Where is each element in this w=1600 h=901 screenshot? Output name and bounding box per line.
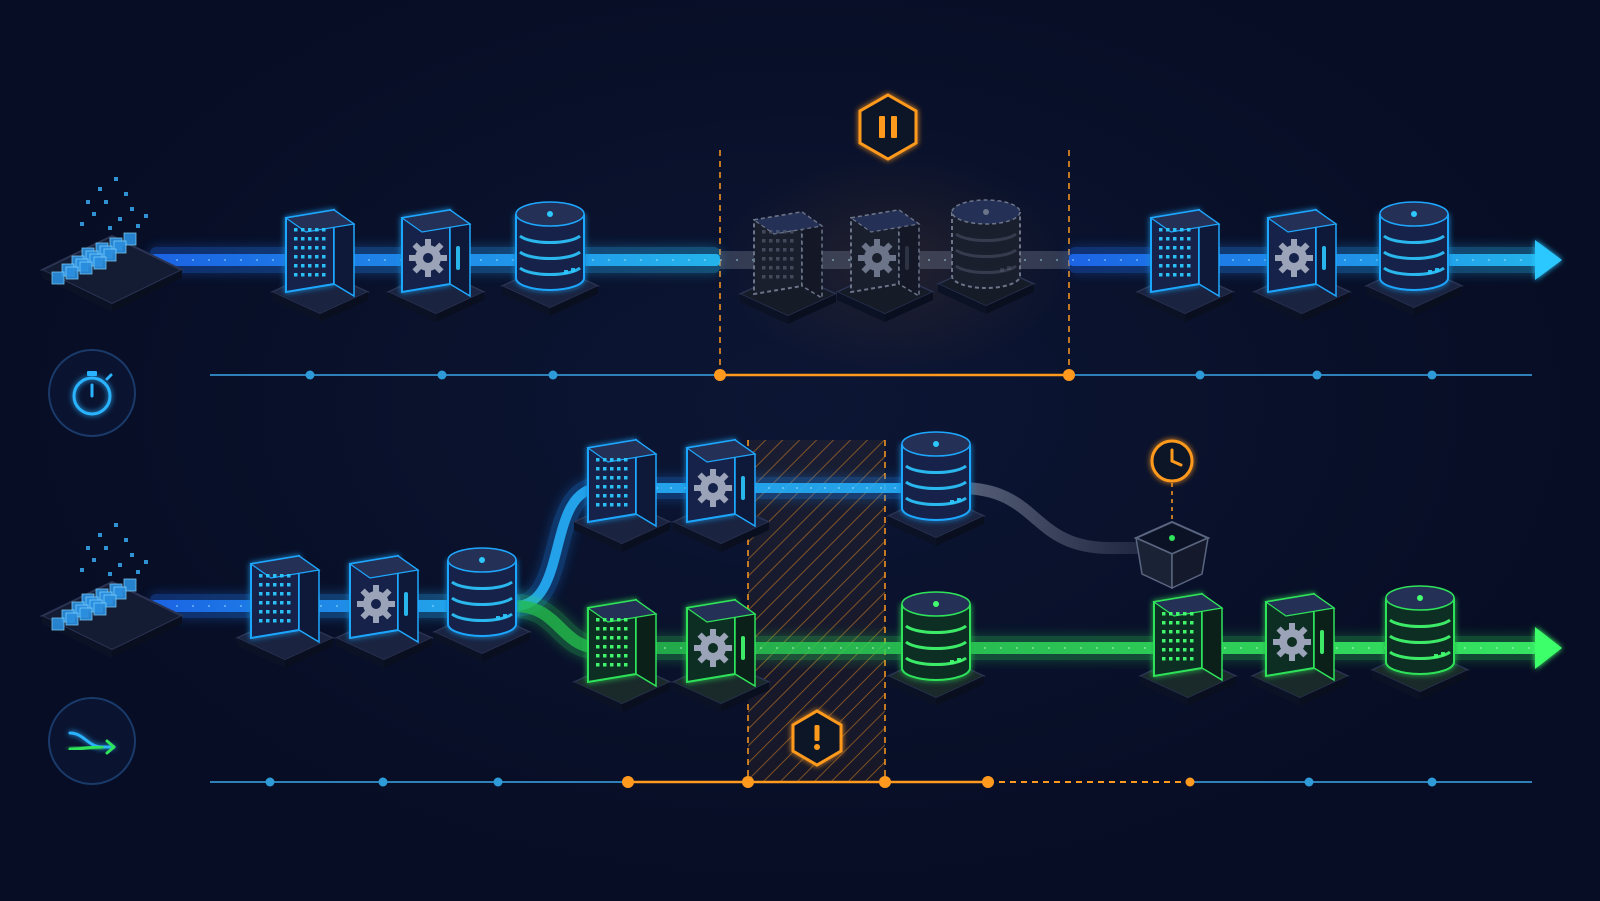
timeline-tick — [1304, 777, 1314, 787]
row1-arrowhead — [1535, 240, 1562, 280]
warning-hexagon-icon — [791, 709, 843, 767]
row1-timeline — [210, 369, 1532, 381]
stopwatch-icon — [48, 349, 136, 437]
gear-server-icon — [1252, 208, 1352, 322]
timeline-tick — [1427, 370, 1437, 380]
database-icon — [500, 201, 600, 316]
data-cubes-icon — [39, 523, 185, 658]
timeline-tick — [493, 777, 503, 787]
timeline-tick — [437, 370, 447, 380]
timeline-tick — [378, 777, 388, 787]
branch-merge-icon — [48, 697, 136, 785]
gear-server-icon — [1250, 592, 1350, 706]
grid-server-icon — [270, 208, 370, 322]
database-icon — [1364, 201, 1464, 316]
row2-arrowhead — [1535, 627, 1562, 669]
gear-server-icon — [671, 598, 771, 712]
grid-server-icon — [572, 438, 672, 552]
timeline-event — [742, 776, 754, 788]
pipeline-nodes — [39, 177, 1470, 712]
grid-server-icon — [235, 554, 335, 668]
clock-icon — [1150, 439, 1194, 483]
pause-hexagon-icon — [858, 93, 918, 161]
buffer-bin-icon — [1133, 520, 1211, 590]
timeline-event — [622, 776, 634, 788]
timeline-pause-end — [1063, 369, 1075, 381]
database-icon — [432, 547, 532, 662]
grid-server-icon — [738, 210, 838, 324]
row2-trunk-stream — [150, 594, 520, 618]
timeline-tick — [1195, 370, 1205, 380]
database-icon — [886, 431, 986, 546]
timeline-tick — [548, 370, 558, 380]
grid-server-icon — [1138, 592, 1238, 706]
timeline-event — [879, 776, 891, 788]
gear-server-icon — [386, 208, 486, 322]
grid-server-icon — [1135, 208, 1235, 322]
data-cubes-icon — [39, 177, 185, 312]
gear-server-icon — [835, 208, 935, 322]
timeline-tick — [265, 777, 275, 787]
timeline-event — [982, 776, 994, 788]
timeline-tick — [1427, 777, 1437, 787]
timeline-tick — [305, 370, 315, 380]
database-icon — [886, 591, 986, 706]
gear-server-icon — [671, 438, 771, 552]
grid-server-icon — [572, 598, 672, 712]
database-icon — [1370, 585, 1470, 700]
row2-timeline — [210, 776, 1532, 788]
timeline-pause-start — [714, 369, 726, 381]
database-icon — [936, 199, 1036, 314]
timeline-event — [1185, 777, 1195, 787]
gear-server-icon — [334, 554, 434, 668]
timeline-tick — [1312, 370, 1322, 380]
